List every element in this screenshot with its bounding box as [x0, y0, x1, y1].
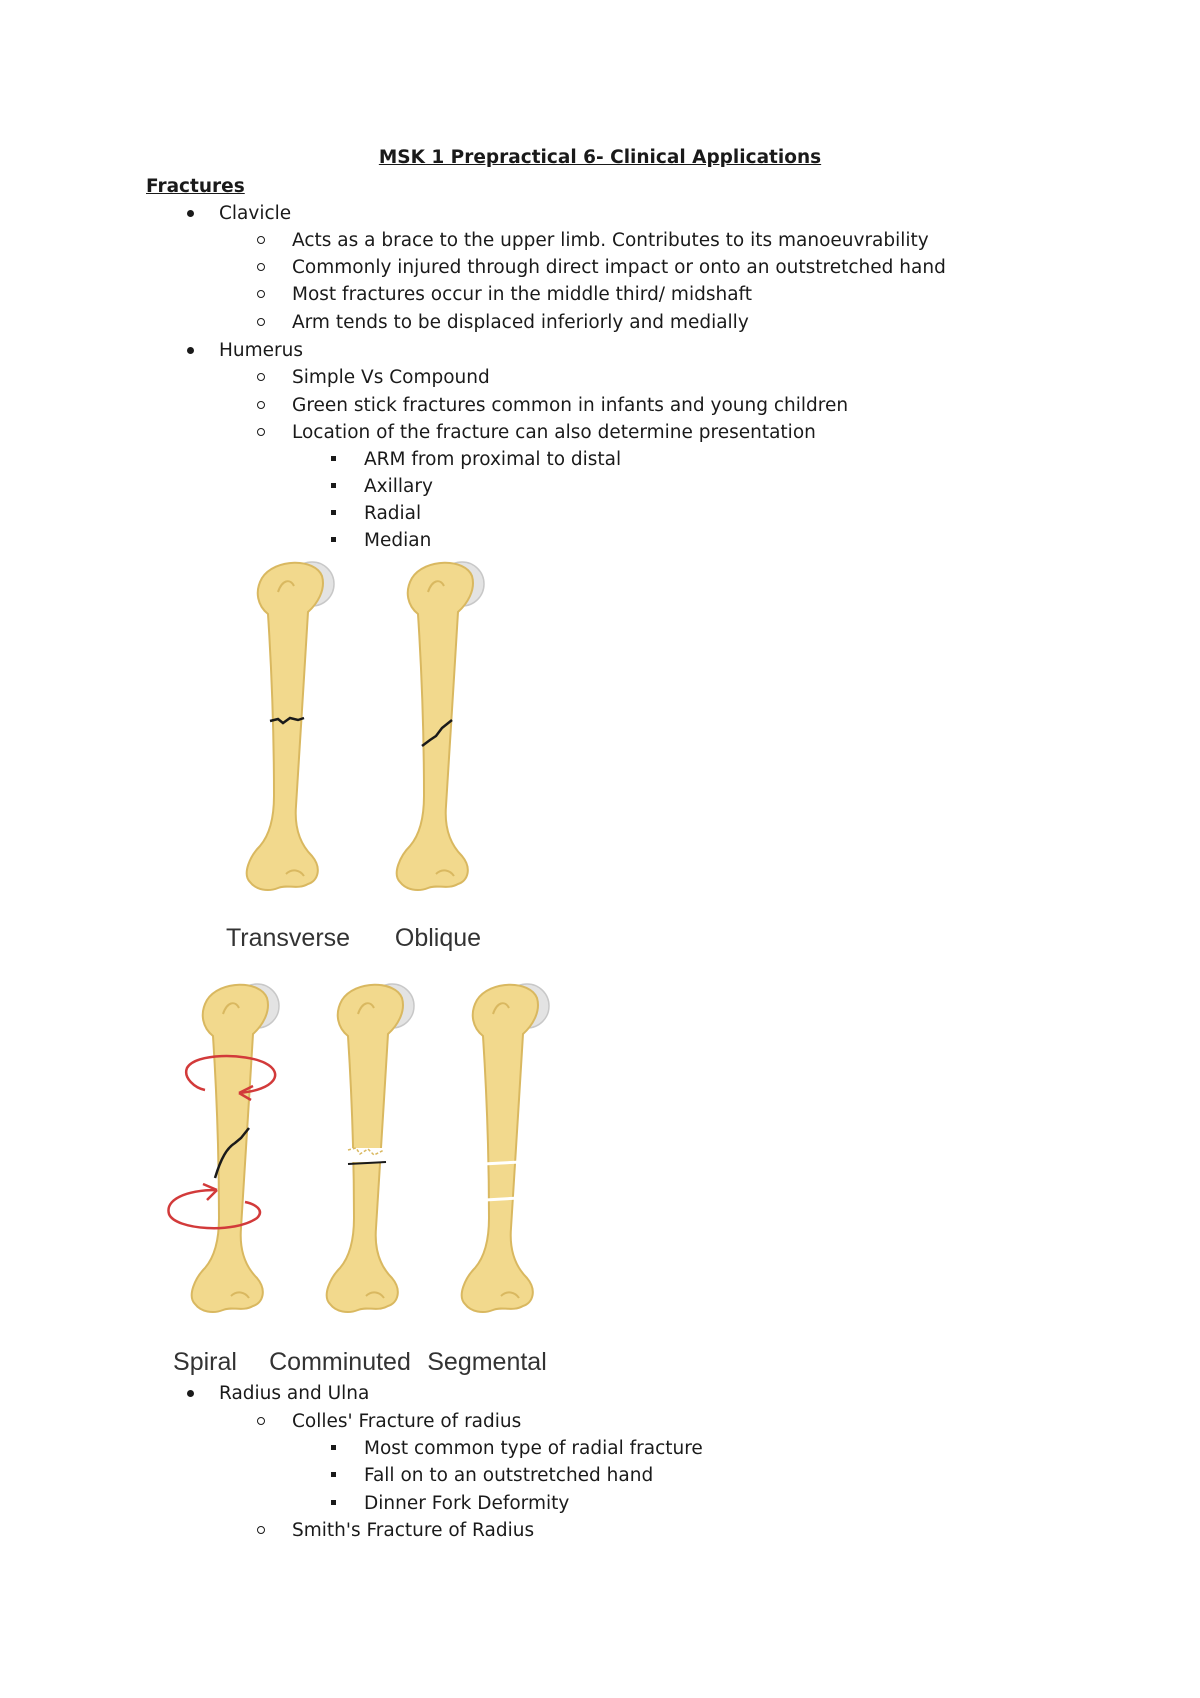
transverse-bone — [245, 561, 335, 891]
caption-transverse: Transverse — [226, 924, 350, 952]
bullet-dot — [187, 210, 194, 217]
bullet-circle — [257, 373, 265, 381]
colles-label: Colles' Fracture of radius — [292, 1411, 522, 1432]
nerve-item: Median — [364, 530, 432, 551]
smith-label: Smith's Fracture of Radius — [292, 1520, 535, 1541]
bullet-square — [331, 1472, 336, 1477]
bullet-square — [331, 1445, 336, 1450]
nerve-item: Radial — [364, 503, 422, 524]
clavicle-point: Acts as a brace to the upper limb. Contr… — [292, 230, 929, 251]
fracture-figure-top: Transverse Oblique — [226, 561, 485, 952]
nerve-item: ARM from proximal to distal — [364, 449, 622, 470]
bullet-circle — [257, 1526, 265, 1534]
radius-ulna-label: Radius and Ulna — [219, 1383, 370, 1404]
bullet-circle — [257, 1417, 265, 1425]
caption-oblique: Oblique — [395, 924, 481, 952]
bullet-dot — [187, 347, 194, 354]
bullet-square — [331, 1500, 336, 1505]
humerus-point: Location of the fracture can also determ… — [292, 422, 816, 443]
comminuted-bone — [325, 983, 415, 1313]
colles-point: Fall on to an outstretched hand — [364, 1465, 654, 1486]
spiral-bone — [167, 983, 280, 1313]
bullet-circle — [257, 428, 265, 436]
caption-spiral: Spiral — [173, 1348, 237, 1376]
page-title: MSK 1 Prepractical 6- Clinical Applicati… — [378, 147, 822, 168]
bullet-square — [331, 456, 336, 461]
bullet-circle — [257, 263, 265, 271]
bullet-circle — [257, 290, 265, 298]
caption-comminuted: Comminuted — [269, 1348, 411, 1376]
humerus-point: Simple Vs Compound — [292, 367, 490, 388]
bullet-square — [331, 537, 336, 542]
bullet-square — [331, 483, 336, 488]
bullet-dot — [187, 1390, 194, 1397]
fracture-figure-bottom: Spiral Comminuted Segmental — [167, 983, 550, 1376]
segmental-bone — [460, 983, 550, 1313]
bullet-circle — [257, 236, 265, 244]
clavicle-point: Most fractures occur in the middle third… — [292, 284, 752, 305]
humerus-point: Green stick fractures common in infants … — [292, 395, 849, 416]
bullet-circle — [257, 318, 265, 326]
nerve-item: Axillary — [364, 476, 433, 497]
oblique-bone — [395, 561, 485, 891]
bullet-circle — [257, 401, 265, 409]
colles-point: Most common type of radial fracture — [364, 1438, 703, 1459]
section-heading: Fractures — [146, 176, 245, 197]
caption-segmental: Segmental — [427, 1348, 547, 1376]
bullet-square — [331, 510, 336, 515]
clavicle-label: Clavicle — [219, 203, 292, 224]
clavicle-point: Commonly injured through direct impact o… — [292, 257, 946, 278]
humerus-label: Humerus — [219, 340, 304, 361]
clavicle-point: Arm tends to be displaced inferiorly and… — [292, 312, 749, 333]
colles-point: Dinner Fork Deformity — [364, 1493, 570, 1514]
